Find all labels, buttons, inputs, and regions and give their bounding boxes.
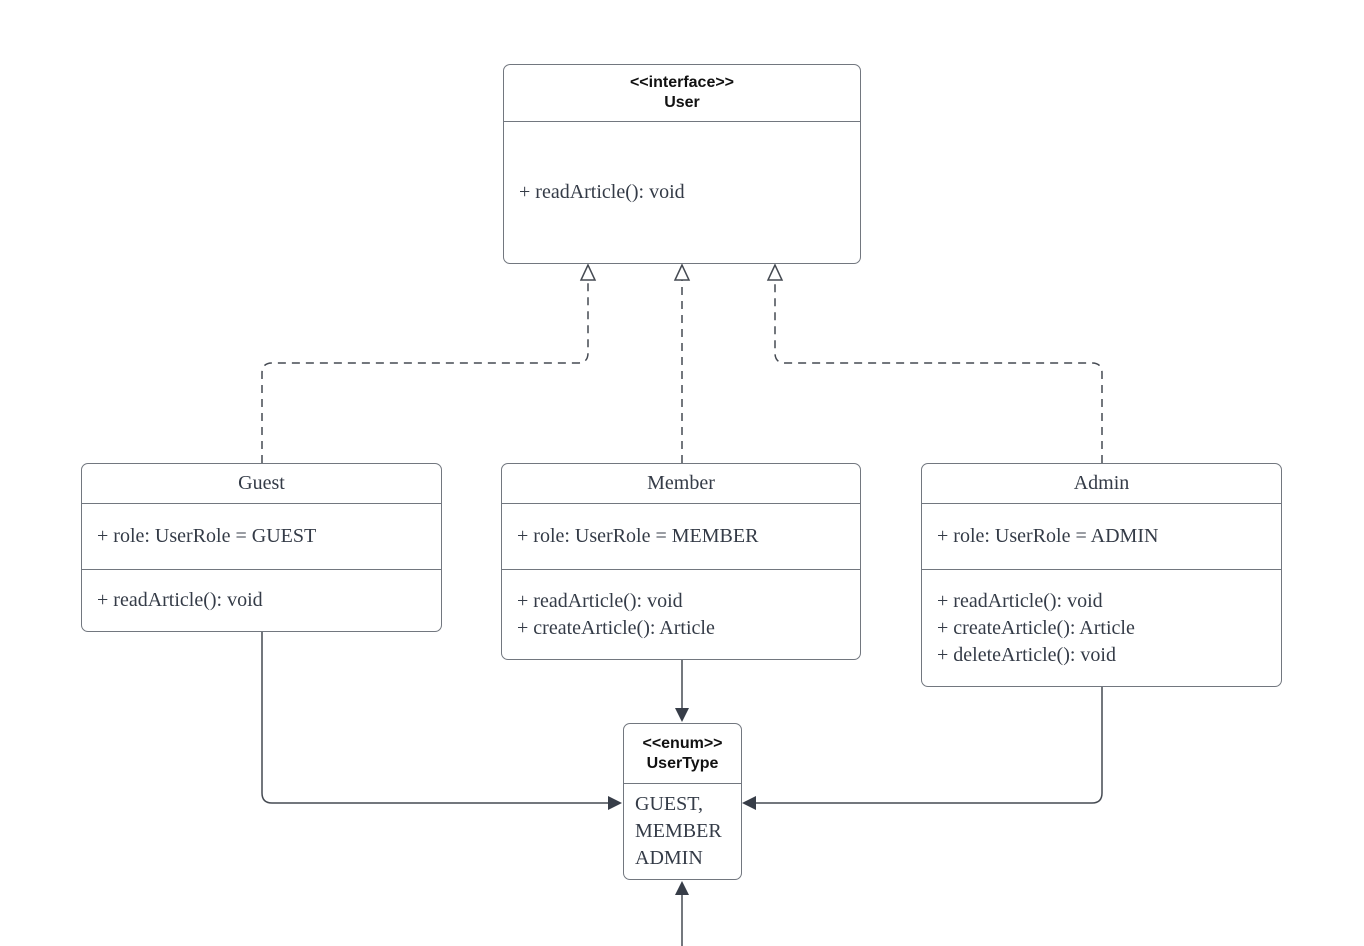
attributes-section: + role: UserRole = GUEST (82, 503, 441, 569)
hollow-triangle-arrowhead (673, 263, 691, 281)
association-guest-usertype-line[interactable] (261, 632, 608, 804)
filled-arrowhead (608, 796, 622, 810)
enum-value: MEMBER (635, 820, 722, 842)
enum-value: GUEST, (635, 793, 703, 815)
realization-member-user[interactable] (673, 263, 691, 463)
method-line: + createArticle(): Article (517, 616, 715, 639)
realization-admin-user[interactable] (766, 263, 1103, 463)
attribute-line: + role: UserRole = GUEST (97, 525, 317, 547)
hollow-triangle-arrowhead (579, 263, 597, 281)
interface-header: <<interface>> User (504, 65, 860, 121)
realization-admin-user-line[interactable] (774, 280, 1103, 463)
enum-box-usertype[interactable]: <<enum>> UserType GUEST, MEMBER ADMIN (623, 723, 742, 880)
realization-guest-user-line[interactable] (261, 280, 589, 463)
method-line: + readArticle(): void (517, 589, 683, 612)
attributes-section: + role: UserRole = MEMBER (502, 503, 860, 569)
interface-methods-section: + readArticle(): void (504, 121, 860, 263)
attributes-section: + role: UserRole = ADMIN (922, 503, 1281, 569)
association-member-usertype[interactable] (675, 660, 689, 722)
hollow-triangle-arrowhead (766, 263, 784, 281)
method-line: + deleteArticle(): void (937, 643, 1116, 666)
association-bottom-usertype[interactable] (675, 881, 689, 946)
association-admin-usertype[interactable] (742, 687, 1103, 810)
class-box-admin[interactable]: Admin + role: UserRole = ADMIN + readArt… (921, 463, 1282, 687)
enum-values-section: GUEST, MEMBER ADMIN (624, 783, 741, 879)
class-name: Member (647, 472, 715, 494)
association-guest-usertype[interactable] (261, 632, 622, 810)
method-line: + createArticle(): Article (937, 616, 1135, 639)
interface-name: User (664, 94, 700, 111)
class-box-member[interactable]: Member + role: UserRole = MEMBER + readA… (501, 463, 861, 660)
method-line: + readArticle(): void (937, 589, 1103, 612)
attribute-line: + role: UserRole = MEMBER (517, 525, 759, 547)
class-name: Admin (1073, 472, 1130, 494)
filled-arrowhead (742, 796, 756, 810)
method-line: + readArticle(): void (519, 181, 685, 203)
class-name: Guest (238, 472, 285, 494)
filled-arrowhead (675, 881, 689, 895)
class-box-guest[interactable]: Guest + role: UserRole = GUEST + readArt… (81, 463, 442, 632)
methods-section: + readArticle(): void + createArticle():… (502, 569, 860, 659)
enum-stereotype: <<enum>> (642, 734, 723, 752)
methods-section: + readArticle(): void + createArticle():… (922, 569, 1281, 686)
enum-name: UserType (646, 754, 719, 772)
attribute-line: + role: UserRole = ADMIN (937, 525, 1159, 547)
interface-box-user[interactable]: <<interface>> User + readArticle(): void (503, 64, 861, 264)
methods-section: + readArticle(): void (82, 569, 441, 631)
realization-guest-user[interactable] (261, 263, 597, 463)
method-line: + readArticle(): void (97, 589, 263, 611)
interface-stereotype: <<interface>> (629, 74, 735, 91)
enum-value: ADMIN (635, 847, 703, 869)
association-admin-usertype-line[interactable] (756, 687, 1103, 804)
enum-header: <<enum>> UserType (624, 724, 741, 783)
filled-arrowhead (675, 708, 689, 722)
